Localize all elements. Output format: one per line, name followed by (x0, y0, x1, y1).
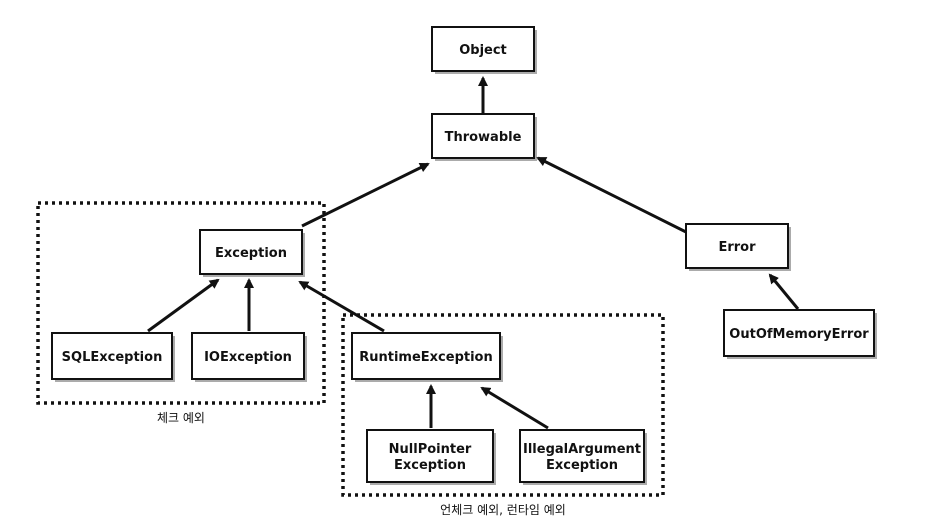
group-checked-boundary (36, 201, 326, 405)
group-unchecked-boundary (341, 313, 665, 497)
node-error-label: Error (718, 240, 756, 255)
node-ioexception-box (191, 332, 305, 380)
node-exception-label: Exception (215, 246, 287, 261)
node-sqlexception-label: SQLException (62, 350, 163, 365)
node-throwable: Throwable (431, 113, 537, 161)
node-outofmemoryerror-label: OutOfMemoryError (729, 327, 869, 342)
node-object-label: Object (459, 43, 507, 58)
node-sqlexception: SQLException (51, 332, 175, 382)
node-exception: Exception (199, 229, 305, 277)
node-error: Error (685, 223, 791, 271)
edge-illegalargumentexception-to-runtimeexception (480, 386, 549, 430)
node-nullpointerexception-label: NullPointer (389, 442, 472, 457)
node-nullpointerexception-label: Exception (394, 458, 466, 473)
node-error-box (685, 223, 789, 269)
node-illegalargumentexception-label: IllegalArgument (523, 442, 641, 457)
node-exception-box (199, 229, 303, 275)
node-outofmemoryerror-box (723, 309, 875, 357)
group-checked-label: 체크 예외 (157, 411, 205, 425)
node-sqlexception-box (51, 332, 173, 380)
node-throwable-label: Throwable (445, 130, 522, 145)
group-unchecked-label: 언체크 예외, 런타임 예외 (440, 503, 566, 517)
edge-exception-to-throwable (301, 162, 430, 228)
node-runtimeexception: RuntimeException (351, 332, 503, 382)
node-runtimeexception-box (351, 332, 501, 380)
node-object: Object (431, 26, 537, 74)
node-nullpointerexception-box (366, 429, 494, 483)
edge-runtimeexception-to-exception (298, 280, 385, 333)
node-illegalargumentexception-label: Exception (546, 458, 618, 473)
edge-sqlexception-to-exception (147, 278, 220, 333)
node-outofmemoryerror: OutOfMemoryError (723, 309, 877, 359)
node-illegalargumentexception-box (519, 429, 645, 483)
node-runtimeexception-label: RuntimeException (359, 350, 493, 365)
node-ioexception: IOException (191, 332, 307, 382)
node-ioexception-label: IOException (204, 350, 292, 365)
edge-error-to-throwable (536, 156, 687, 234)
node-throwable-box (431, 113, 535, 159)
edge-outofmemoryerror-to-error (768, 273, 800, 310)
node-object-box (431, 26, 535, 72)
